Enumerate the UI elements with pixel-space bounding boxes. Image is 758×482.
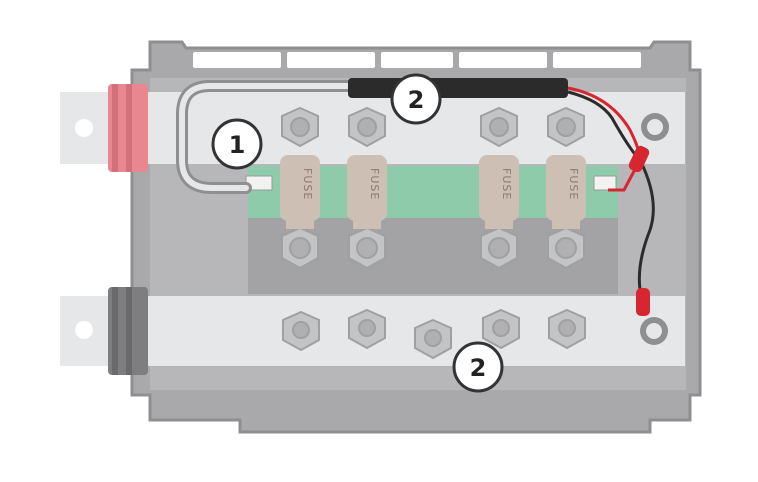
fuse-label: FUSE (368, 168, 381, 200)
black-sleeve (348, 78, 568, 98)
red-connector-bottom (636, 288, 650, 316)
hex-nut-icon (281, 226, 319, 270)
callout-1-label: 1 (229, 131, 246, 159)
red-connector-top (628, 145, 650, 173)
hex-nut-icon (547, 226, 585, 270)
callout-2-top-label: 2 (408, 86, 425, 114)
fuse-4: FUSE (546, 155, 586, 229)
board-connector-right (593, 175, 617, 191)
hex-nut-icon (281, 106, 319, 148)
fuse-1: FUSE (280, 155, 320, 229)
fuse-2: FUSE (347, 155, 387, 229)
negative-terminal (60, 287, 148, 375)
callout-2-bottom: 2 (452, 341, 504, 393)
fuse-label: FUSE (500, 168, 513, 200)
ring-terminal-top (641, 113, 669, 141)
hex-nut-icon (348, 308, 386, 350)
bottom-busbar (140, 296, 685, 366)
hex-nut-icon (348, 106, 386, 148)
hex-nut-icon (480, 226, 518, 270)
callout-2-bottom-label: 2 (470, 354, 487, 382)
fuse-label: FUSE (567, 168, 580, 200)
hex-nut-icon (548, 308, 586, 350)
hex-nut-icon (282, 310, 320, 352)
black-wire (637, 159, 655, 301)
hex-nut-icon (547, 106, 585, 148)
ring-terminal-bottom (640, 317, 668, 345)
callout-2-top: 2 (390, 73, 442, 125)
hex-nut-icon (414, 318, 452, 360)
fuse-lower-nuts (281, 226, 585, 270)
hex-nut-icon (348, 226, 386, 270)
callout-1: 1 (211, 118, 263, 170)
fuse-3: FUSE (479, 155, 519, 229)
top-vent-slots (193, 52, 641, 68)
hex-nut-icon (480, 106, 518, 148)
bottom-nuts (282, 308, 586, 360)
top-nuts (281, 106, 585, 148)
positive-terminal (60, 84, 148, 172)
hex-nut-icon (482, 308, 520, 350)
fuse-label: FUSE (301, 168, 314, 200)
